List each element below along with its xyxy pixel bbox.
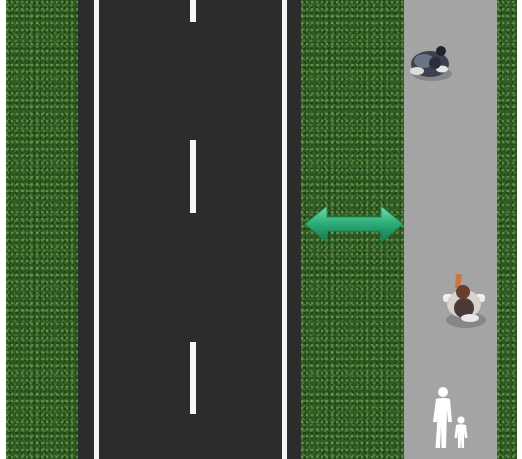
center-dash: [190, 0, 196, 22]
person-walking-icon: [440, 272, 488, 332]
road-edge-line-right: [282, 0, 287, 459]
pedestrian-adult-child-icon: [428, 386, 474, 450]
grass-right: [497, 0, 517, 459]
person-walking-icon: [405, 42, 453, 84]
center-dash: [190, 140, 196, 213]
grass-left: [6, 0, 78, 459]
road: [78, 0, 301, 459]
center-dash: [190, 342, 196, 414]
double-arrow-icon: [303, 202, 405, 246]
road-edge-line-left: [94, 0, 99, 459]
